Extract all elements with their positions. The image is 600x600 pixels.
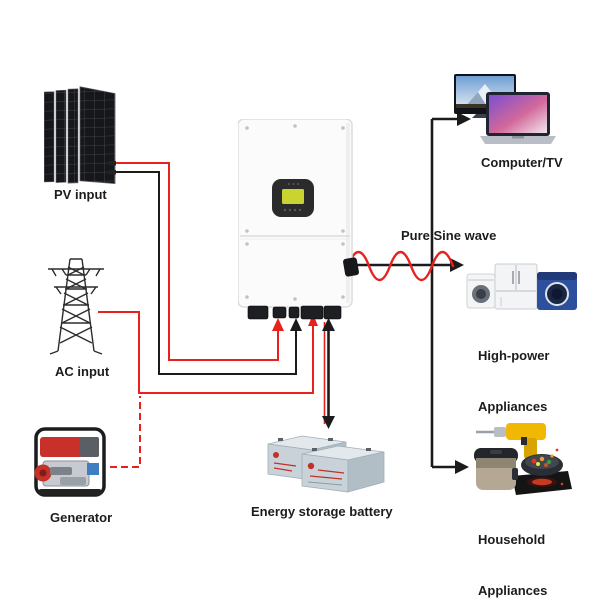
pure-sine-wave-label: Pure Sine wave (401, 228, 497, 243)
wok-with-food (521, 448, 563, 476)
inverter-screws (245, 124, 345, 301)
battery-icon (262, 430, 392, 500)
high-power-label: High-power Appliances (478, 313, 550, 449)
high-power-appliances-icon (463, 262, 579, 312)
rice-cooker (474, 448, 518, 490)
sine-wave-curve (346, 250, 455, 282)
pv-black-wire (112, 171, 302, 375)
laptop (480, 92, 556, 144)
generator-dashed-wire (110, 396, 141, 468)
household-arrow (432, 460, 469, 474)
high-power-label-line1: High-power (478, 348, 550, 363)
battery-label: Energy storage battery (251, 504, 393, 519)
refrigerator (494, 263, 538, 310)
ac-input-label: AC input (55, 364, 110, 379)
computer-arrow (432, 112, 471, 126)
inverter-ports (247, 305, 342, 320)
household-label: Household Appliances (478, 497, 547, 600)
tv-laptop-icon (452, 70, 564, 150)
household-label-line2: Appliances (478, 583, 548, 598)
inverter-display (272, 179, 314, 217)
computer-tv-label: Computer/TV (481, 155, 563, 170)
household-appliances-icon (472, 420, 572, 500)
generator-label: Generator (50, 510, 113, 525)
washing-machine (466, 273, 496, 309)
high-power-label-line2: Appliances (478, 399, 548, 414)
inverter-side-connector (343, 257, 359, 277)
solar-panel-icon (44, 84, 119, 189)
household-label-line1: Household (478, 532, 546, 547)
ac-red-wire (98, 311, 318, 394)
generator-icon (30, 423, 110, 503)
induction-cooktop (512, 471, 572, 495)
pv-red-wire (112, 162, 284, 361)
inverter-illustration (238, 119, 364, 321)
battery-bidirectional-arrow (322, 318, 335, 429)
blue-washing-machine (537, 272, 577, 310)
power-tower-icon (48, 255, 104, 355)
electric-drill (476, 423, 546, 459)
pv-input-label: PV input (54, 187, 107, 202)
